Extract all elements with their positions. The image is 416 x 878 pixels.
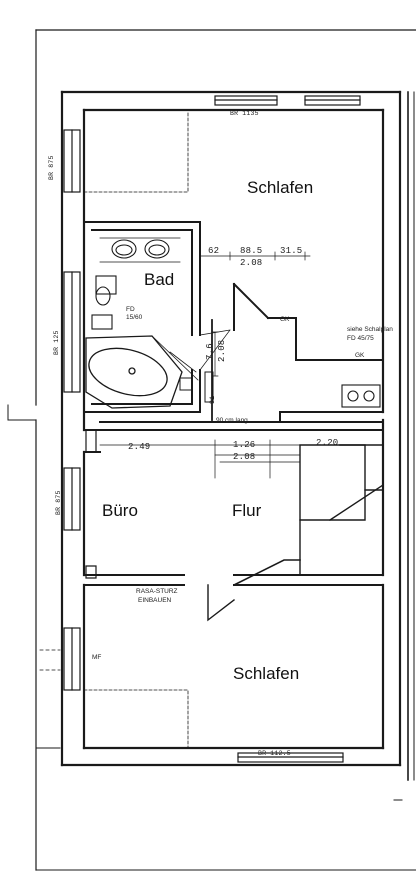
dim-2-20: 2.20	[316, 438, 339, 448]
note-fd-right: FD 45/75	[347, 335, 374, 342]
corridor-walls	[232, 282, 384, 361]
kitchen-sink	[341, 384, 381, 408]
office-door-frame	[85, 429, 97, 453]
stairs	[299, 444, 384, 576]
note-schalplan: siehe Schalplan	[347, 326, 393, 333]
room-label-schlafen-bottom: Schlafen	[233, 664, 300, 683]
shower-drain	[179, 377, 193, 391]
bathroom-walls	[83, 221, 201, 413]
window-left-bath	[63, 271, 81, 393]
dim-br-top: BR 1135	[230, 110, 259, 117]
window-left-office	[63, 467, 81, 531]
window-left-top	[63, 129, 81, 193]
dim-2-49: 2.49	[128, 442, 151, 452]
exterior-walls	[60, 90, 402, 767]
room-label-bad: Bad	[144, 270, 175, 289]
dim-2-08-vert: 2.08	[217, 339, 227, 362]
dim-br-left-bath: BR 125	[53, 330, 60, 355]
note-fd-bath-size: 15/60	[126, 314, 143, 321]
dim-88-5: 88.5	[240, 246, 263, 256]
note-90cm: 90 cm lang	[216, 417, 248, 424]
note-fd-bath: FD	[126, 306, 135, 313]
washbasins	[99, 237, 181, 263]
note-mf: MF	[92, 654, 102, 661]
dim-62: 62	[208, 246, 220, 256]
dim-br-bottom: BR 112.5	[258, 750, 291, 757]
dimension-lines	[99, 251, 311, 479]
dim-br-left-office: BR 875	[55, 490, 62, 515]
room-label-schlafen-top: Schlafen	[247, 178, 314, 197]
note-rasa-sturz: RASA-STURZ	[136, 588, 178, 595]
dim-2-08-mid: 2.08	[233, 452, 256, 462]
window-bottom	[237, 752, 344, 763]
dim-br-left-top: BR 875	[48, 155, 55, 180]
dim-31-5: 31.5	[280, 246, 303, 256]
bed-outline-top	[83, 111, 189, 193]
room-label-buero: Büro	[102, 501, 138, 520]
note-gk-1: GK	[280, 316, 290, 323]
window-top	[214, 95, 361, 106]
bathtub	[85, 335, 199, 409]
room-label-flur: Flur	[232, 501, 262, 520]
window-left-bottom	[63, 627, 81, 691]
dim-7-6: 7.6	[205, 343, 215, 360]
note-gk-2: GK	[355, 352, 365, 359]
dim-2-08-top: 2.08	[240, 258, 263, 268]
note-einbauen: EINBAUEN	[138, 597, 172, 604]
dim-91: 91	[209, 395, 216, 404]
toilet	[91, 275, 117, 330]
dim-1-26: 1.26	[233, 440, 256, 450]
bed-outline-bottom	[83, 689, 189, 749]
